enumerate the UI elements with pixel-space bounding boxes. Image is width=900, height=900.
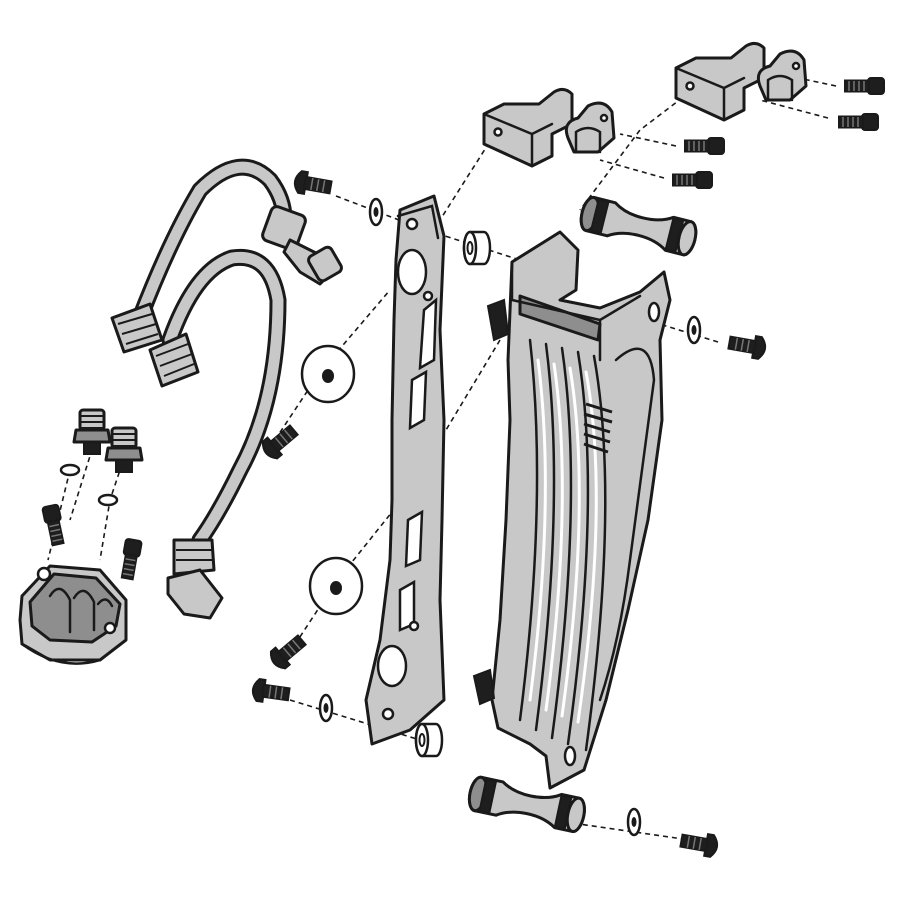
an-fitting	[59, 408, 144, 507]
oil-cooler-radiator	[472, 230, 672, 790]
upper-riser-clamp-left	[482, 87, 616, 168]
filter-adapter-housing	[18, 564, 128, 665]
flat-washer	[300, 197, 702, 837]
upper-riser-clamp-right	[674, 41, 808, 122]
oil-hose-upper	[110, 158, 343, 354]
mounting-bracket-plate	[364, 194, 446, 746]
oil-hose-lower	[148, 248, 287, 620]
